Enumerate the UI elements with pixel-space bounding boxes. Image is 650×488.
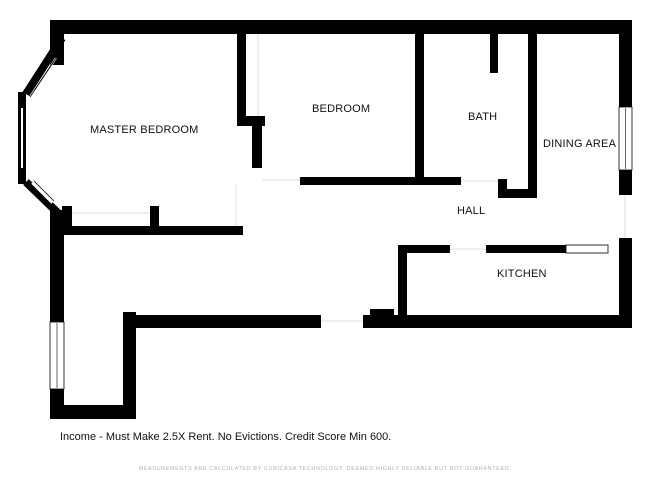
room-label-hall: HALL bbox=[457, 205, 485, 217]
window-kitchen bbox=[565, 244, 609, 254]
disclaimer: MEASUREMENTS ARE CALCULATED BY CUBICASA … bbox=[138, 466, 512, 472]
wall-step-vertical bbox=[123, 312, 136, 419]
kitchen-counter-block bbox=[370, 309, 394, 317]
wall-top bbox=[50, 20, 632, 34]
room-label-kitchen: KITCHEN bbox=[497, 268, 547, 280]
outer-walls bbox=[50, 20, 632, 419]
rental-requirements-note: Income - Must Make 2.5X Rent. No Evictio… bbox=[60, 431, 392, 443]
openings bbox=[72, 34, 626, 322]
bay-window-edges bbox=[19, 54, 59, 206]
wall-left-lower bbox=[50, 210, 64, 322]
room-label-bath: BATH bbox=[468, 111, 497, 123]
windows bbox=[49, 106, 633, 390]
wall-bottom-left bbox=[50, 405, 136, 419]
wall-right-lower bbox=[619, 238, 632, 328]
room-label-dining-area: DINING AREA bbox=[543, 138, 617, 150]
wall-right-mid bbox=[619, 170, 632, 195]
room-label-master-bedroom: MASTER BEDROOM bbox=[90, 124, 199, 136]
room-label-bedroom: BEDROOM bbox=[312, 103, 370, 115]
wall-right-upper bbox=[619, 20, 632, 107]
wall-bottom-mid bbox=[123, 315, 321, 328]
interior-walls bbox=[62, 20, 566, 325]
wall-bottom-right bbox=[363, 315, 632, 328]
